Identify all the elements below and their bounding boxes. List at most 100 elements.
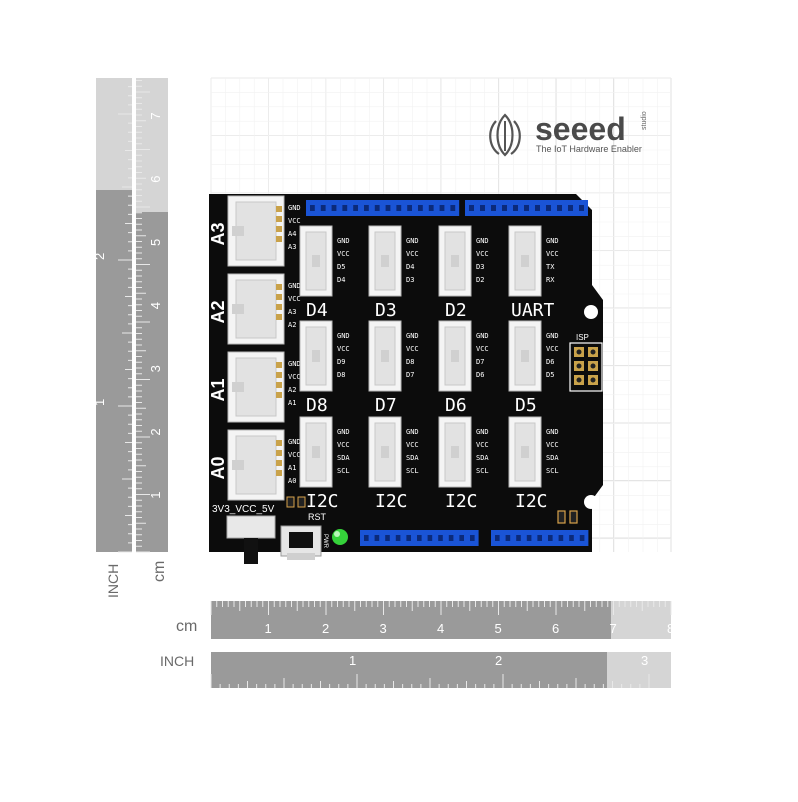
top-header-pins xyxy=(306,200,588,216)
header-pin xyxy=(406,535,411,541)
header-pin xyxy=(537,535,542,541)
header-pin xyxy=(516,535,521,541)
pin-label: VCC xyxy=(546,250,559,258)
ruler-number: 3 xyxy=(641,653,648,668)
pin-label: A2 xyxy=(288,321,296,329)
port-label: UART xyxy=(511,300,555,321)
connector-pin xyxy=(276,206,282,212)
logo-brand: seeed xyxy=(535,111,626,147)
pin-label: D8 xyxy=(337,371,345,379)
pin-label: D2 xyxy=(476,276,484,284)
header-strip xyxy=(306,200,460,216)
header-pin xyxy=(469,205,474,211)
ruler-number: 2 xyxy=(92,253,107,260)
pin-label: VCC xyxy=(406,250,419,258)
pin-label: VCC xyxy=(288,451,301,459)
connector-pin xyxy=(276,440,282,446)
pin-label: VCC xyxy=(476,441,489,449)
header-pin xyxy=(385,205,391,211)
isp-pin-hole xyxy=(590,349,596,355)
header-pin xyxy=(526,535,532,541)
pin-label: GND xyxy=(337,428,350,436)
analog-port-label: A1 xyxy=(208,378,228,401)
grove-connector-latch xyxy=(312,255,320,267)
header-pin xyxy=(385,535,390,541)
ruler-number: 7 xyxy=(610,621,617,636)
smd-resistor xyxy=(557,510,566,524)
connector-pin xyxy=(276,382,282,388)
pin-label: D7 xyxy=(476,358,484,366)
pin-label: RX xyxy=(546,276,555,284)
header-pin xyxy=(407,205,412,211)
reset-button-base xyxy=(287,553,315,560)
grove-connector-latch xyxy=(521,446,529,458)
ruler-number: 1 xyxy=(265,621,272,636)
pin-label: VCC xyxy=(476,345,489,353)
port-label: D7 xyxy=(375,395,397,416)
header-pin xyxy=(546,205,551,211)
header-pin xyxy=(579,205,584,211)
header-pin xyxy=(470,535,475,541)
pin-label: GND xyxy=(406,332,419,340)
grove-connector-latch xyxy=(232,304,244,314)
ruler-number: 4 xyxy=(148,302,163,309)
left-inch-label: INCH xyxy=(105,564,121,598)
voltage-switch[interactable] xyxy=(226,515,276,539)
pin-label: GND xyxy=(546,237,559,245)
port-label: I2C xyxy=(445,491,478,512)
seeed-leaf-icon xyxy=(489,113,521,157)
base-shield-board: A3GNDVCCA4A3A2GNDVCCA3A2A1GNDVCCA2A1A0GN… xyxy=(208,194,603,564)
ruler-number: 7 xyxy=(148,112,163,119)
pin-label: SDA xyxy=(406,454,419,462)
pin-label: GND xyxy=(476,237,489,245)
ruler-number: 5 xyxy=(148,239,163,246)
header-pin xyxy=(353,205,358,211)
port-label: I2C xyxy=(375,491,408,512)
header-pin xyxy=(396,205,402,211)
pin-label: GND xyxy=(406,428,419,436)
analog-port-label: A2 xyxy=(208,300,228,323)
voltage-switch-lever[interactable] xyxy=(244,538,258,564)
isp-label: ISP xyxy=(576,333,589,342)
bottom-cm-label: cm xyxy=(176,618,197,635)
grove-connector-latch xyxy=(312,350,320,362)
header-pin xyxy=(513,205,518,211)
header-pin xyxy=(459,535,464,541)
grove-ports: GNDVCCD5D4D4GNDVCCD4D3D3GNDVCCD3D2D2GNDV… xyxy=(299,225,559,512)
ruler-number: 2 xyxy=(148,428,163,435)
pin-label: SDA xyxy=(546,454,559,462)
port-label: I2C xyxy=(306,491,339,512)
port-label: D8 xyxy=(306,395,328,416)
bottom-inch-label: INCH xyxy=(160,653,194,669)
pin-label: A2 xyxy=(288,386,296,394)
header-pin xyxy=(548,535,553,541)
reset-label: RST xyxy=(308,512,327,522)
header-pin xyxy=(524,205,529,211)
pin-label: VCC xyxy=(546,441,559,449)
mounting-hole xyxy=(584,305,598,319)
isp-pin-hole xyxy=(576,363,582,369)
smd-resistor xyxy=(297,496,306,508)
pin-label: GND xyxy=(337,237,350,245)
pin-label: VCC xyxy=(406,441,419,449)
isp-pin-hole xyxy=(590,363,596,369)
pin-label: VCC xyxy=(546,345,559,353)
pin-label: VCC xyxy=(288,295,301,303)
grove-connector-latch xyxy=(451,350,459,362)
connector-pin xyxy=(276,284,282,290)
pin-label: D4 xyxy=(406,263,414,271)
pin-label: VCC xyxy=(337,250,350,258)
connector-pin xyxy=(276,226,282,232)
ruler-number: 3 xyxy=(380,621,387,636)
ruler-number: 2 xyxy=(322,621,329,636)
pin-label: SCL xyxy=(337,467,350,475)
left-cm-label: cm xyxy=(151,561,168,582)
ruler-left-inch: 12 INCH xyxy=(92,78,132,598)
pin-label: SDA xyxy=(337,454,350,462)
grove-connector-latch xyxy=(381,446,389,458)
reset-button-cap[interactable] xyxy=(289,532,313,548)
pin-label: SCL xyxy=(406,467,419,475)
pin-label: D9 xyxy=(337,358,345,366)
